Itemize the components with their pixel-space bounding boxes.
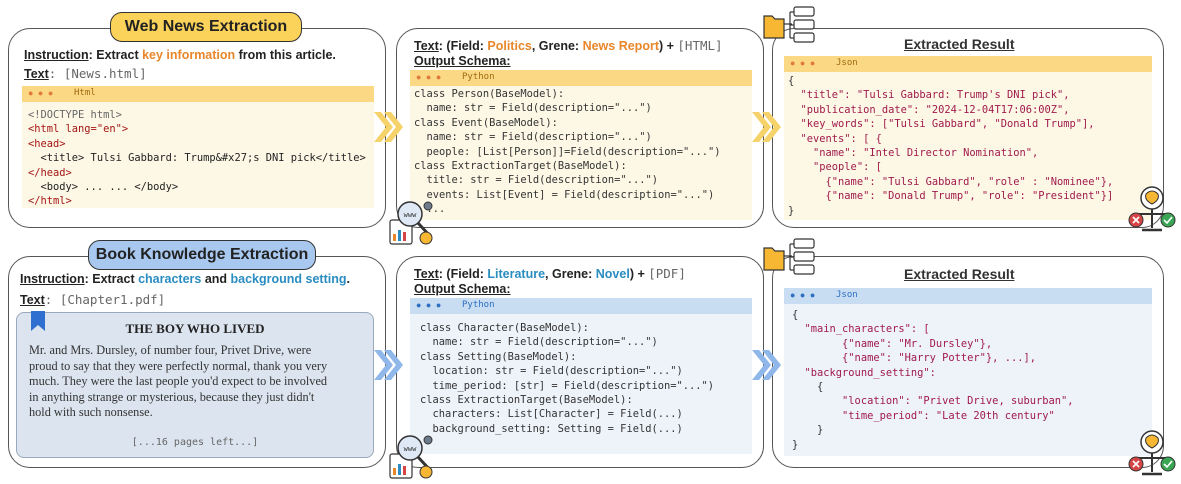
brain-scale-icon <box>1128 186 1176 232</box>
book-instruction: Instruction: Extract characters and back… <box>20 272 350 286</box>
web-schema-label: Output Schema: <box>414 54 511 68</box>
brain-scale-icon <box>1128 430 1176 476</box>
folder-tree-icon <box>763 238 815 275</box>
web-mid-text: Text: (Field: Politics, Grene: News Repo… <box>414 38 723 53</box>
web-result-title: Extracted Result <box>904 36 1015 52</box>
web-json-codebox: ● ● ● Json { "title": "Tulsi Gabbard: Tr… <box>784 56 1152 220</box>
web-text-label: Text: [News.html] <box>24 66 147 81</box>
web-python-codebox: ● ● ● Python class Person(BaseModel): na… <box>410 70 752 220</box>
book-page-text: Mr. and Mrs. Dursley, of number four, Pr… <box>29 343 328 420</box>
magnifier-web-icon: www <box>389 435 433 479</box>
folder-tree-icon <box>763 6 815 43</box>
book-result-title: Extracted Result <box>904 266 1015 282</box>
web-html-codebox: ● ● ● Html <!DOCTYPE html> <html lang="e… <box>22 86 374 208</box>
book-python-codebox: ● ● ● Python class Character(BaseModel):… <box>410 298 752 454</box>
book-json-codebox: ● ● ● Json { "main_characters": [ {"name… <box>784 288 1152 456</box>
book-pages-left: [...16 pages left...] <box>131 437 259 448</box>
double-chevron-arrow-icon <box>752 350 781 380</box>
book-schema-label: Output Schema: <box>414 282 511 296</box>
web-title-pill: Web News Extraction <box>110 12 302 42</box>
bookmark-icon <box>31 311 45 331</box>
svg-text:www: www <box>404 211 417 219</box>
book-text-label: Text: [Chapter1.pdf] <box>20 292 166 307</box>
double-chevron-arrow-icon <box>374 112 403 142</box>
svg-text:www: www <box>404 445 417 453</box>
magnifier-web-icon: www <box>389 201 433 245</box>
web-instruction: Instruction: Extract key information fro… <box>24 48 336 62</box>
web-python-code: class Person(BaseModel): name: str = Fie… <box>414 88 721 216</box>
book-page-title: THE BOY WHO LIVED <box>125 321 265 336</box>
double-chevron-arrow-icon <box>374 350 403 380</box>
double-chevron-arrow-icon <box>752 112 781 142</box>
book-python-code: class Character(BaseModel): name: str = … <box>420 322 715 435</box>
web-json-code: { "title": "Tulsi Gabbard: Trump's DNI p… <box>788 75 1114 217</box>
book-page: THE BOY WHO LIVED Mr. and Mrs. Dursley, … <box>16 311 374 458</box>
book-mid-text: Text: (Field: Literature, Grene: Novel) … <box>414 266 686 281</box>
book-title-pill: Book Knowledge Extraction <box>88 240 316 270</box>
book-json-code: { "main_characters": [ {"name": "Mr. Dur… <box>792 309 1074 451</box>
web-html-code: <!DOCTYPE html> <html lang="en"> <head> … <box>28 109 366 208</box>
